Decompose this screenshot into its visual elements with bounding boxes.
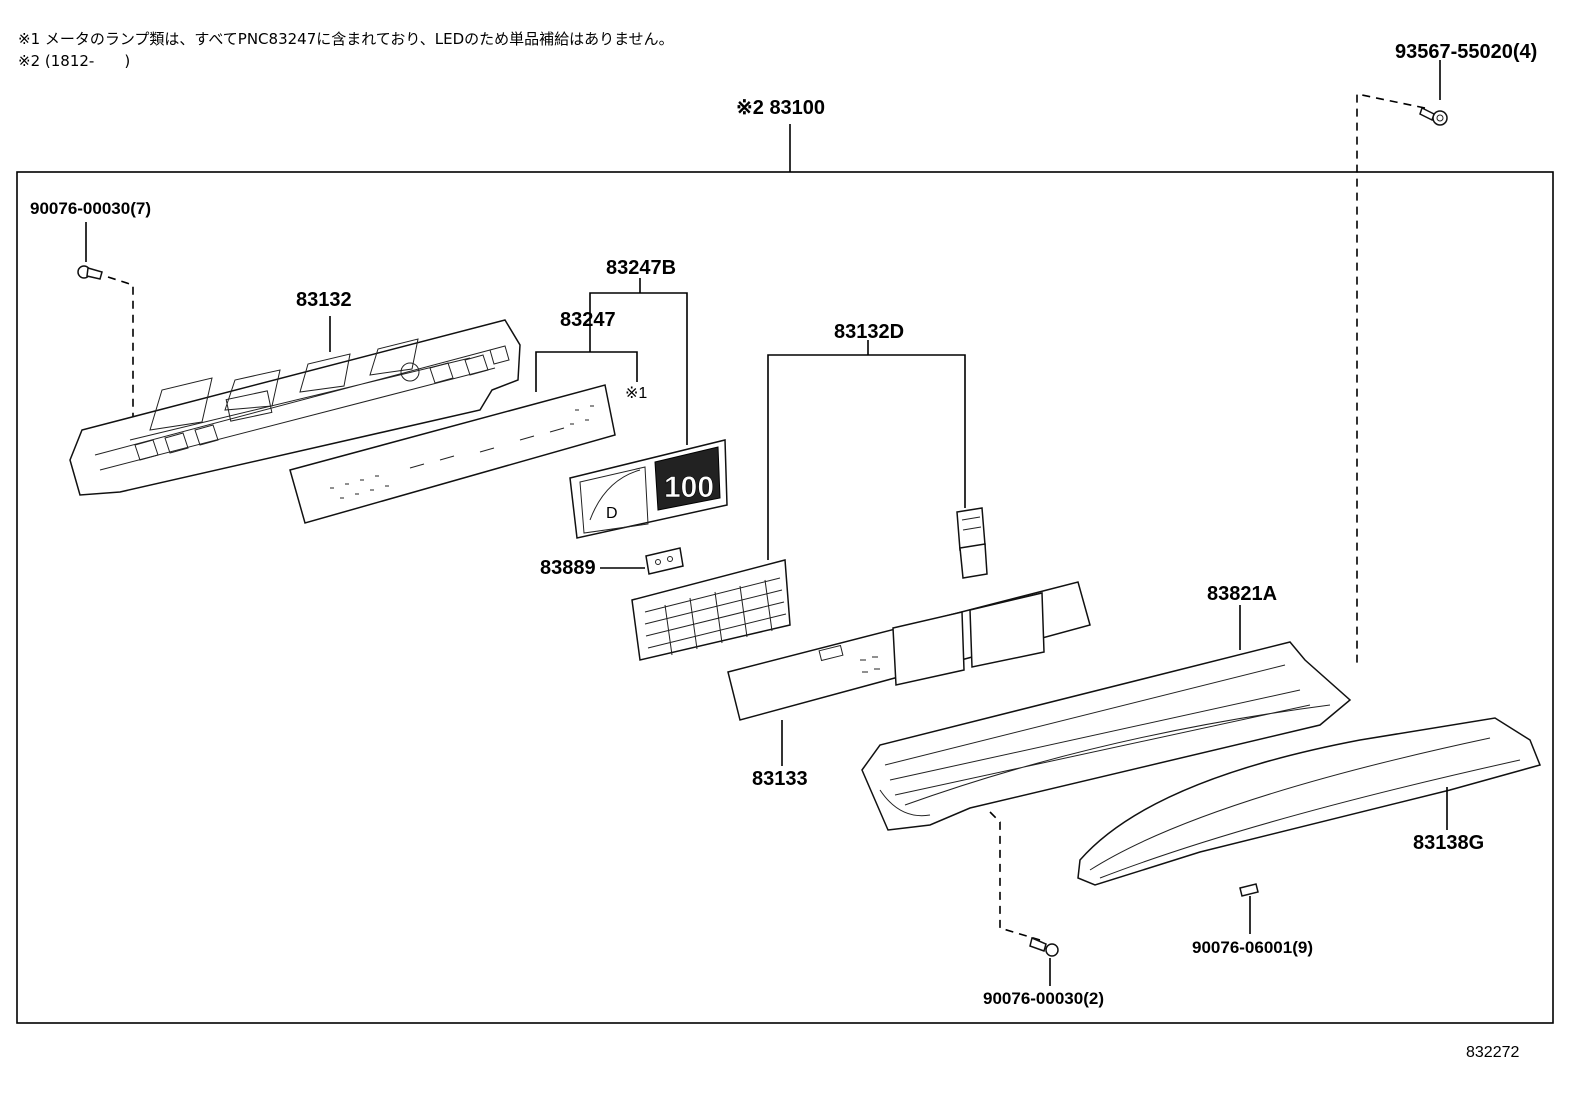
connector-83132D [956,507,988,579]
screw-93567-icon [1419,60,1448,126]
meter-case-83132 [69,319,521,496]
bracket-83247 [535,351,638,392]
label-83821A: 83821A [1207,583,1278,605]
label-83132: 83132 [296,289,352,311]
label-83138G: 83138G [1413,832,1485,854]
note-production-date: ※2 (1812- ) [18,52,131,70]
label-93567-55020: 93567-55020(4) [1395,41,1538,63]
assembly-frame [16,171,1554,1024]
screw-90076-2-icon [1029,936,1059,986]
label-90076-00030-2: 90076-00030(2) [983,989,1104,1008]
note-led-lamps: ※1 メータのランプ類は、すべてPNC83247に含まれており、LEDのため単品… [18,30,674,48]
clip-90076-06001-icon [1239,883,1259,897]
dash-screw-90076-2 [989,811,1041,941]
label-mark-1: ※1 [625,385,648,402]
part-83889 [645,547,684,575]
display-panel-83247B: 100 D [569,439,728,539]
label-83100: ※2 83100 [736,97,826,119]
dash-screw-90076-7 [107,276,134,445]
display-digits: 100 [664,471,714,504]
label-83132D: 83132D [834,321,905,343]
grid-part-83132D [631,559,791,661]
bracket-83132D [767,354,966,560]
circuit-board-83247 [289,384,616,524]
label-90076-00030-7: 90076-00030(7) [30,199,151,218]
label-83133: 83133 [752,768,808,790]
figure-id: 832272 [1466,1044,1520,1061]
bracket-83247B [589,292,688,445]
display-gear: D [606,505,618,522]
screw-90076-7-icon [77,222,103,280]
lens-frame-83821A [861,641,1352,831]
label-83247: 83247 [560,309,616,331]
board-83133 [727,581,1091,721]
outer-cover-83138G [1077,717,1542,886]
dash-screw-93567 [1356,93,1426,668]
label-83889: 83889 [540,557,596,579]
label-90076-06001: 90076-06001(9) [1192,938,1313,957]
label-83247B: 83247B [606,257,677,279]
